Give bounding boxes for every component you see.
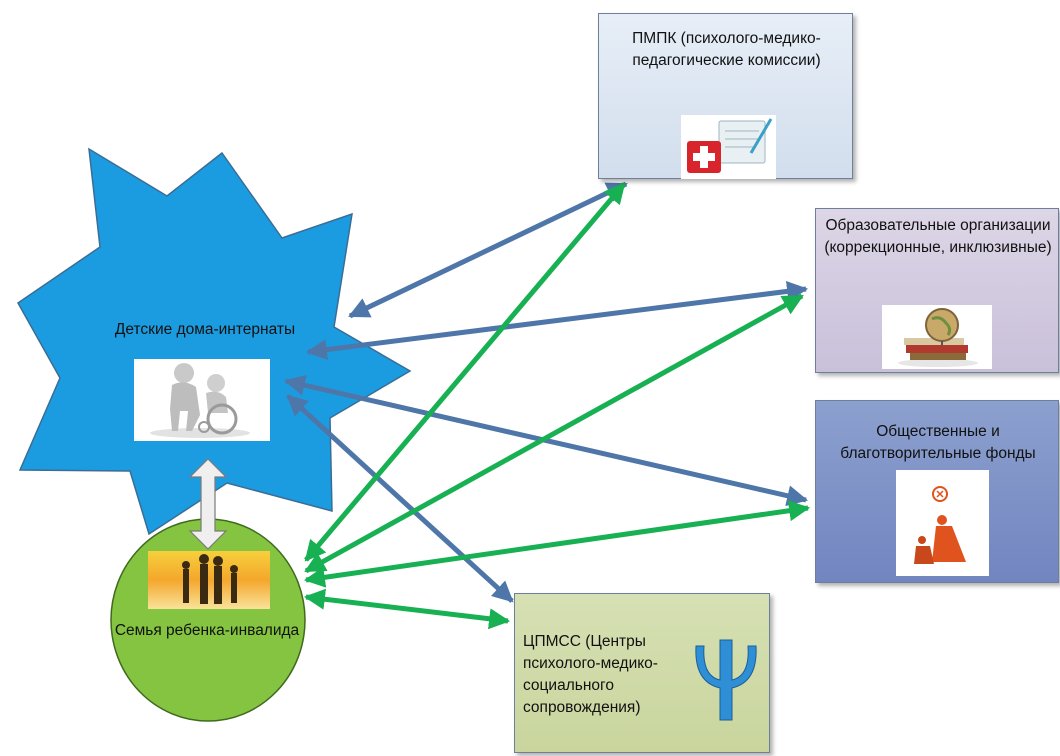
- psi-symbol-icon: [690, 636, 762, 724]
- connector-family-funds: [303, 500, 811, 588]
- caregiver-wheelchair-icon: [134, 359, 270, 441]
- family-label: Семья ребенка-инвалида: [114, 622, 300, 639]
- funds-label: Общественные и благотворительные фонды: [840, 423, 1036, 462]
- funds-box: Общественные и благотворительные фонды: [815, 400, 1059, 583]
- connector-family-education: [304, 293, 804, 574]
- pmpk-box: ПМПК (психолого-медико-педагогические ко…: [598, 13, 853, 179]
- education-box: Образовательные организации (коррекционн…: [815, 208, 1059, 373]
- family-silhouette-icon: [148, 551, 270, 609]
- globe-books-icon: [882, 305, 992, 369]
- connector-homes-pmpk: [348, 181, 628, 319]
- homes-label: Детские дома-интернаты: [114, 321, 296, 338]
- charity-figures-icon: [896, 470, 989, 576]
- education-label: Образовательные организации (коррекционн…: [824, 217, 1052, 256]
- cpmss-label: ЦПМСС (Центры психолого-медико-социально…: [523, 633, 658, 716]
- connector-family-cpmss: [303, 588, 511, 630]
- pmpk-label: ПМПК (психолого-медико-педагогические ко…: [632, 30, 821, 69]
- medical-kit-icon: [681, 115, 776, 179]
- connector-homes-family: [188, 458, 228, 550]
- cpmss-box: ЦПМСС (Центры психолого-медико-социально…: [514, 593, 770, 753]
